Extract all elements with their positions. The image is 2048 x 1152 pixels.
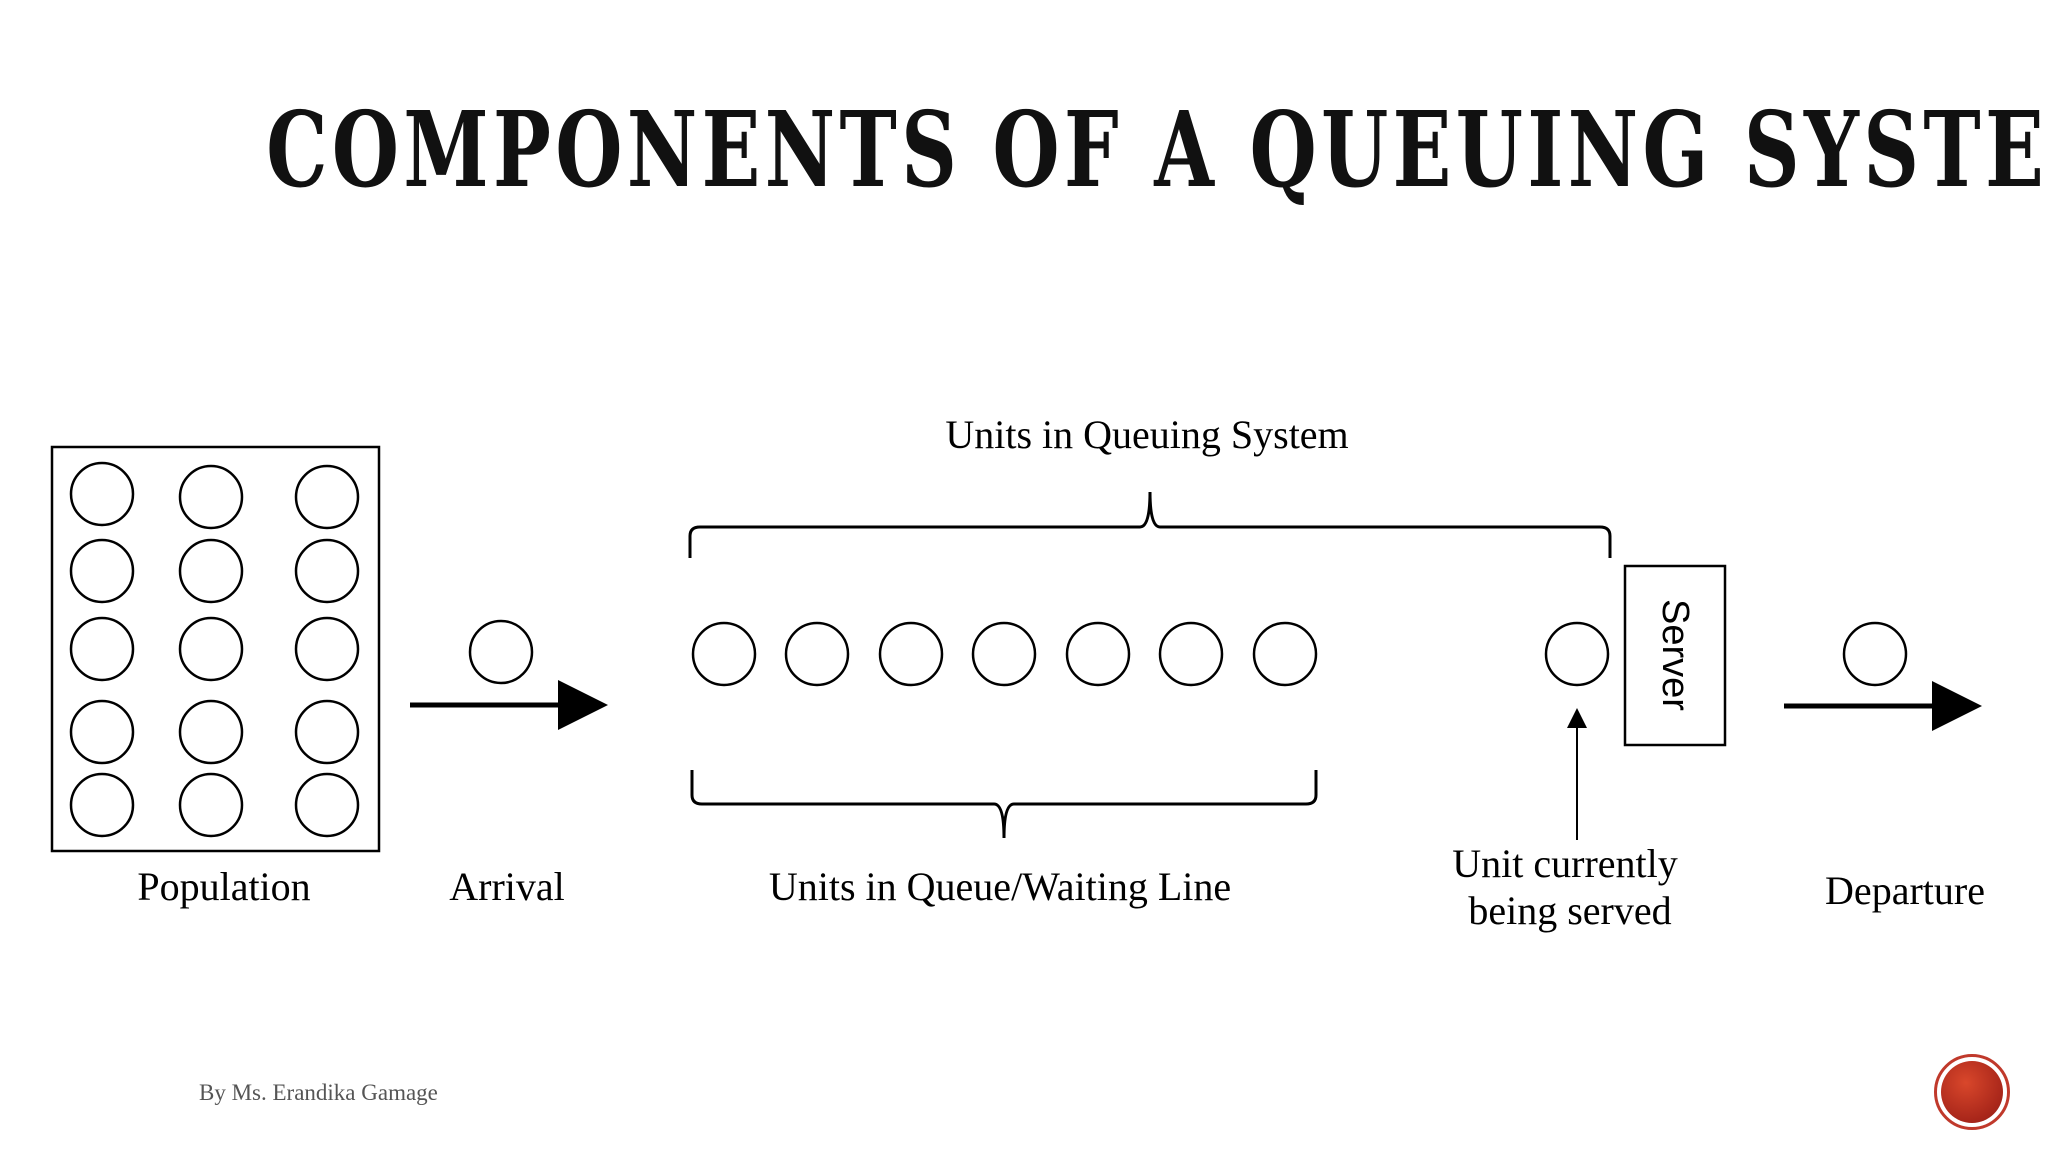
queue-units bbox=[691, 621, 1318, 687]
population-unit bbox=[69, 616, 135, 682]
served-unit bbox=[1544, 621, 1610, 687]
arriving-unit bbox=[468, 619, 534, 685]
population-units bbox=[69, 461, 360, 838]
population-box bbox=[50, 445, 381, 853]
units-in-queue-label: Units in Queue/Waiting Line bbox=[769, 864, 1231, 909]
queue-unit bbox=[691, 621, 757, 687]
population-label: Population bbox=[137, 864, 310, 909]
queue-unit bbox=[1252, 621, 1318, 687]
departing-unit bbox=[1842, 621, 1908, 687]
slide-title: COMPONENTS OF A QUEUING SYSTEM bbox=[266, 88, 2048, 211]
population-unit bbox=[294, 616, 360, 682]
population-unit bbox=[69, 699, 135, 765]
red-circle-logo-inner bbox=[1941, 1061, 2003, 1123]
server-box bbox=[1623, 564, 1727, 747]
red-circle-logo-icon bbox=[1934, 1054, 2010, 1130]
population-unit bbox=[178, 616, 244, 682]
server-label: Server bbox=[1654, 599, 1696, 711]
units-in-system-label: Units in Queuing System bbox=[945, 412, 1348, 457]
population-unit bbox=[294, 538, 360, 604]
population-unit bbox=[178, 772, 244, 838]
population-unit bbox=[294, 464, 360, 530]
population-unit bbox=[69, 772, 135, 838]
population-unit bbox=[294, 699, 360, 765]
departure-label: Departure bbox=[1825, 868, 1985, 913]
queue-unit bbox=[971, 621, 1037, 687]
system-brace bbox=[688, 491, 1612, 558]
queue-unit bbox=[1158, 621, 1224, 687]
served-unit-label-line2: being served bbox=[1468, 888, 1671, 933]
queue-unit bbox=[1065, 621, 1131, 687]
served-unit-label-line1: Unit currently bbox=[1452, 841, 1678, 886]
author-footer: By Ms. Erandika Gamage bbox=[199, 1080, 438, 1105]
population-unit bbox=[178, 538, 244, 604]
queue-brace bbox=[690, 770, 1318, 839]
population-unit bbox=[178, 699, 244, 765]
queue-unit bbox=[878, 621, 944, 687]
queue-unit bbox=[784, 621, 850, 687]
population-unit bbox=[178, 464, 244, 530]
population-unit bbox=[69, 461, 135, 527]
served-unit-label: Unit currently being served bbox=[1452, 841, 1688, 933]
arrival-label: Arrival bbox=[449, 864, 565, 909]
population-unit bbox=[294, 772, 360, 838]
population-unit bbox=[69, 538, 135, 604]
